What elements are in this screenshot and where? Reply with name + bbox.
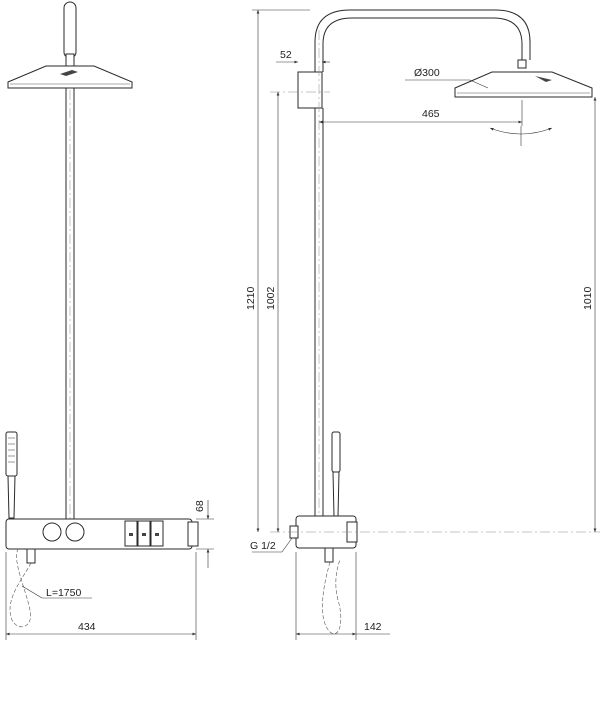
label-142: 142 — [364, 621, 382, 633]
front-thermostat-shelf — [5, 518, 199, 550]
label-465: 465 — [422, 108, 440, 120]
dim-arm-offset: 52 — [276, 49, 330, 64]
front-rain-head — [7, 1, 133, 89]
front-riser — [65, 88, 75, 519]
dim-shelf-width: 434 — [5, 552, 197, 640]
label-diameter: Ø300 — [414, 67, 440, 79]
front-hand-shower — [5, 431, 18, 519]
dim-total-height: 1210 — [245, 9, 310, 532]
dim-head-height: 1010 — [582, 97, 597, 532]
side-connector-block — [297, 71, 323, 109]
dim-shelf-height: 68 — [194, 500, 214, 568]
label-1010: 1010 — [582, 286, 594, 310]
rotation-arrow — [489, 126, 553, 146]
dim-shelf-depth: 142 — [295, 552, 390, 640]
side-rain-head — [454, 71, 593, 98]
label-68: 68 — [194, 500, 206, 512]
label-1210: 1210 — [245, 286, 257, 310]
side-riser — [314, 30, 324, 520]
dim-thread: G 1/2 — [250, 537, 293, 553]
side-view: Ø300 52 465 1210 1002 — [245, 9, 600, 640]
dim-outlet-height: 1002 — [265, 92, 280, 532]
dim-head-diameter: Ø300 — [405, 67, 489, 89]
side-hand-shower — [331, 431, 341, 517]
side-thermostat-body — [289, 515, 358, 563]
side-hose — [322, 559, 342, 635]
side-arm — [314, 9, 531, 70]
label-hose: L=1750 — [46, 587, 81, 599]
label-thread: G 1/2 — [250, 540, 276, 552]
label-1002: 1002 — [265, 286, 277, 310]
dim-hose-length: L=1750 — [21, 585, 92, 599]
front-hose — [9, 548, 36, 628]
label-434: 434 — [78, 621, 96, 633]
dim-arm-reach: 465 — [319, 100, 523, 126]
front-view: 68 434 L=1750 — [5, 1, 214, 640]
label-52: 52 — [280, 49, 292, 61]
